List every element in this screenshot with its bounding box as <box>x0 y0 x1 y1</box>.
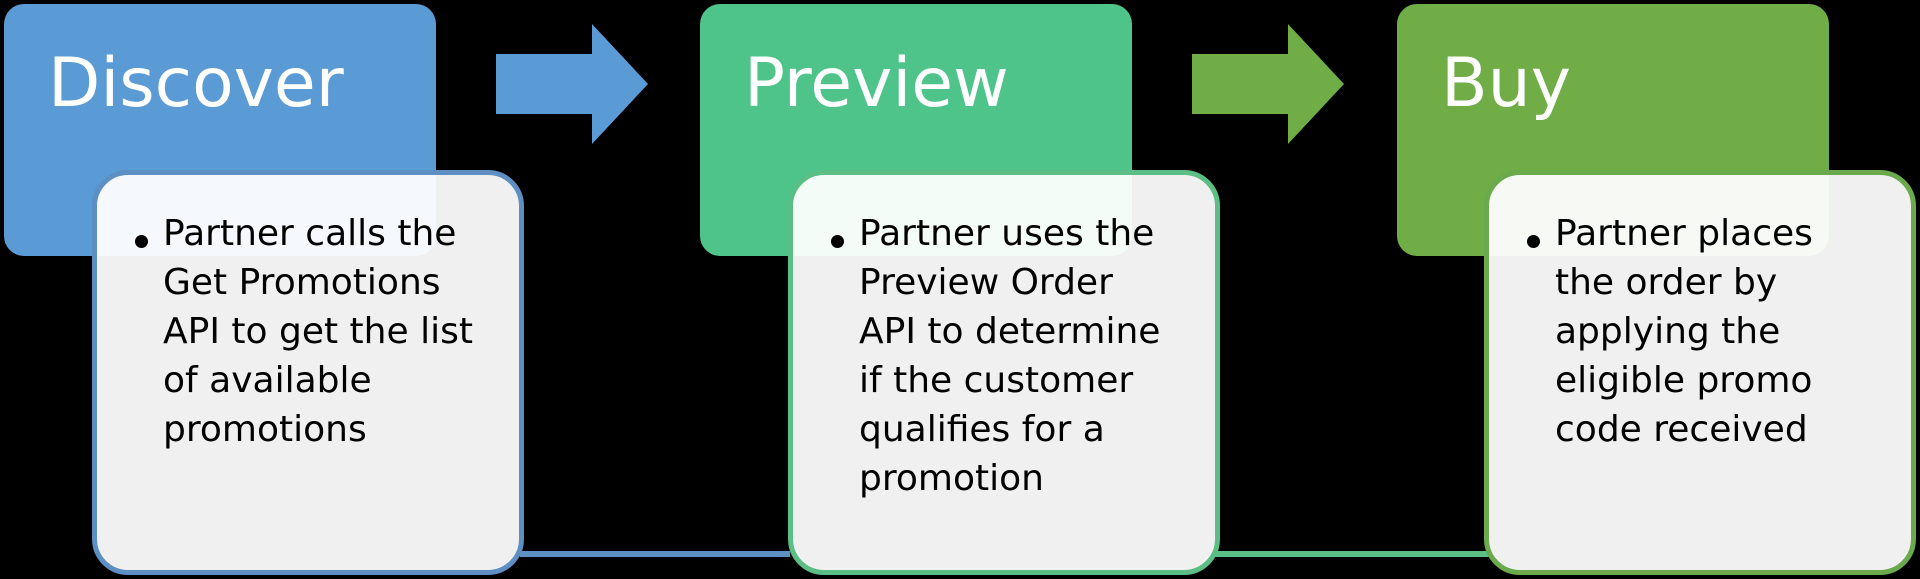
step-buy-title: Buy <box>1441 44 1571 123</box>
bullet-dot <box>831 235 844 248</box>
arrow-discover-to-preview <box>496 24 648 144</box>
arrow-preview-to-buy <box>1192 24 1344 144</box>
step-preview-card: Partner uses the Preview Order API to de… <box>788 170 1220 575</box>
step-preview-description: Partner uses the Preview Order API to de… <box>859 213 1161 499</box>
bullet-dot <box>135 235 148 248</box>
step-discover-description: Partner calls the Get Promotions API to … <box>163 213 473 450</box>
step-discover-title: Discover <box>48 44 344 123</box>
step-preview-title: Preview <box>744 44 1009 123</box>
bullet-dot <box>1527 235 1540 248</box>
connector-discover-preview <box>520 551 790 557</box>
connector-preview-buy <box>1215 551 1490 557</box>
step-buy-description: Partner places the order by applying the… <box>1555 213 1813 450</box>
step-buy-card: Partner places the order by applying the… <box>1484 170 1916 575</box>
step-discover-card: Partner calls the Get Promotions API to … <box>92 170 524 575</box>
